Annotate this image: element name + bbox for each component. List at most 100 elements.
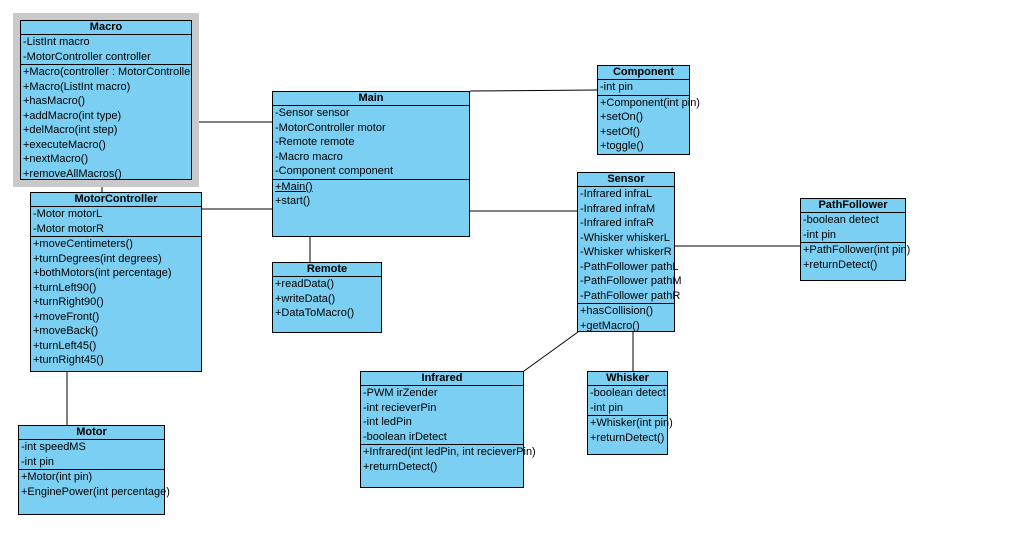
method-row: +Whisker(int pin) (590, 417, 673, 429)
class-title-motor: Motor (19, 426, 164, 440)
class-box-sensor[interactable]: Sensor-Infrared infraL-Infrared infraM-I… (577, 172, 682, 333)
method-row: +returnDetect() (590, 431, 665, 444)
class-box-motorcontroller[interactable]: MotorController-Motor motorL-Motor motor… (30, 192, 202, 372)
attribute-row: -int ledPin (363, 416, 412, 428)
method-row: +addMacro(int type) (23, 109, 122, 122)
class-title-motorcontroller: MotorController (31, 193, 201, 207)
attribute-row: -PathFollower pathM (580, 275, 682, 287)
class-box-component[interactable]: Component-int pin+Component(int pin)+set… (597, 65, 700, 155)
attribute-row: -boolean detect (590, 387, 666, 399)
class-methods-component: +Component(int pin) +setOn() +setOf() +togg… (598, 96, 700, 154)
method-row: +EnginePower(int percentage) (21, 485, 170, 498)
attribute-row: -Whisker whiskerR (580, 246, 672, 258)
connector-main-component[interactable] (469, 89, 598, 92)
class-attributes-motorcontroller: -Motor motorL -Motor motorR (31, 207, 201, 237)
class-box-macro[interactable]: Macro-ListInt macro -MotorController cont… (13, 13, 199, 187)
method-row: +Main() (275, 180, 313, 193)
class-methods-main: +Main()+start() (273, 180, 469, 209)
connector-sensor-infrared[interactable] (523, 331, 579, 372)
method-row: +Infrared(int ledPin, int recieverPin) (363, 446, 536, 458)
method-row: +removeAllMacros() (23, 167, 122, 180)
method-row: +setOn() (600, 111, 644, 123)
attribute-row: -Macro macro (275, 150, 343, 163)
attribute-row: -MotorController controller (23, 50, 151, 63)
attribute-row: -ListInt macro (23, 36, 90, 48)
attribute-row: -Motor motorL (33, 208, 103, 220)
method-row: +hasMacro() (23, 95, 86, 107)
attribute-row: -int pin (590, 401, 624, 414)
attribute-row: -int pin (21, 455, 55, 468)
attribute-row: -boolean detect (803, 214, 879, 226)
attribute-row: -PWM irZender (363, 387, 438, 399)
attribute-row: -Motor motorR (33, 222, 104, 235)
class-attributes-component: -int pin (598, 80, 689, 96)
attribute-row: -Infrared infraL (580, 188, 653, 200)
class-methods-motor: +Motor(int pin) +EnginePower(int percenta… (19, 470, 170, 499)
class-attributes-sensor: -Infrared infraL -Infrared infraM -Infrare… (578, 187, 682, 304)
method-row: +writeData() (275, 292, 336, 305)
method-row: +bothMotors(int percentage) (33, 267, 172, 279)
method-row: +delMacro(int step) (23, 124, 118, 136)
class-title-pathfollower: PathFollower (801, 199, 905, 213)
class-box-main[interactable]: Main-Sensor sensor -MotorController motor… (272, 91, 470, 237)
method-row: +readData() (275, 278, 335, 290)
class-attributes-main: -Sensor sensor -MotorController motor -Rem… (273, 106, 469, 180)
class-methods-macro: +Macro(controller : MotorController) +Mac… (21, 65, 198, 181)
class-methods-whisker: +Whisker(int pin) +returnDetect() (588, 416, 673, 445)
class-box-pathfollower[interactable]: PathFollower-boolean detect -int pin +Path… (800, 198, 911, 281)
class-methods-motorcontroller: +moveCentimeters() +turnDegrees(int degre… (31, 237, 201, 368)
method-row: +toggle() (600, 140, 644, 152)
attribute-row: -Component component (275, 165, 394, 177)
class-box-whisker[interactable]: Whisker-boolean detect -int pin +Whisker(i… (587, 371, 673, 455)
class-box-motor[interactable]: Motor-int speedMS -int pin +Motor(int pin)… (18, 425, 170, 515)
class-methods-pathfollower: +PathFollower(int pin) +returnDetect() (801, 243, 911, 272)
attribute-row: -PathFollower pathL (580, 260, 679, 273)
method-row: +DataToMacro() (275, 307, 355, 319)
class-title-remote: Remote (273, 263, 381, 277)
method-row: +Component(int pin) (600, 96, 700, 109)
method-row: +moveCentimeters() (33, 238, 133, 250)
method-row: +turnRight45() (33, 354, 104, 366)
method-row: +nextMacro() (23, 153, 89, 165)
method-row: +returnDetect() (803, 258, 878, 271)
class-attributes-motor: -int speedMS -int pin (19, 440, 164, 470)
method-row: +Macro(ListInt macro) (23, 80, 131, 93)
attribute-row: -MotorController motor (275, 121, 386, 134)
attribute-row: -Remote remote (275, 136, 355, 148)
class-methods-remote: +readData() +writeData() +DataToMacro() (273, 277, 381, 321)
class-title-macro: Macro (21, 21, 191, 35)
class-title-main: Main (273, 92, 469, 106)
class-title-whisker: Whisker (588, 372, 667, 386)
method-row: +moveFront() (33, 310, 100, 323)
attribute-row: -Infrared infraR (580, 217, 654, 229)
attribute-row: -Whisker whiskerL (580, 231, 670, 244)
class-methods-infrared: +Infrared(int ledPin, int recieverPin)+r… (361, 445, 536, 474)
attribute-row: -boolean irDetect (363, 430, 447, 443)
class-title-sensor: Sensor (578, 173, 674, 187)
class-attributes-whisker: -boolean detect -int pin (588, 386, 667, 416)
method-row: +hasCollision() (580, 305, 654, 317)
attribute-row: -Infrared infraM (580, 202, 656, 215)
class-attributes-macro: -ListInt macro -MotorController controlle… (21, 35, 191, 65)
attribute-row: -PathFollower pathR (580, 289, 681, 302)
method-row: +turnRight90() (33, 296, 104, 308)
method-row: +setOf() (600, 125, 641, 138)
class-box-remote[interactable]: Remote+readData() +writeData() +DataToMacr… (272, 262, 382, 333)
method-row: +executeMacro() (23, 138, 106, 151)
method-row: +Macro(controller : MotorController) (23, 66, 198, 78)
method-row: +turnDegrees(int degrees) (33, 252, 162, 265)
attribute-row: -int pin (600, 81, 634, 93)
class-box-infrared[interactable]: Infrared-PWM irZender-int recieverPin-in… (360, 371, 536, 488)
class-methods-sensor: +hasCollision() +getMacro() (578, 304, 674, 333)
attribute-row: -int pin (803, 228, 837, 241)
attribute-row: -int speedMS (21, 441, 86, 453)
attribute-row: -Sensor sensor (275, 107, 350, 119)
attribute-row: -int recieverPin (363, 401, 437, 414)
method-row: +PathFollower(int pin) (803, 244, 911, 256)
method-row: +getMacro() (580, 319, 640, 332)
method-row: +turnLeft90() (33, 281, 97, 294)
method-row: +Motor(int pin) (21, 471, 93, 483)
class-attributes-infrared: -PWM irZender -int recieverPin -int ledPin… (361, 386, 523, 445)
